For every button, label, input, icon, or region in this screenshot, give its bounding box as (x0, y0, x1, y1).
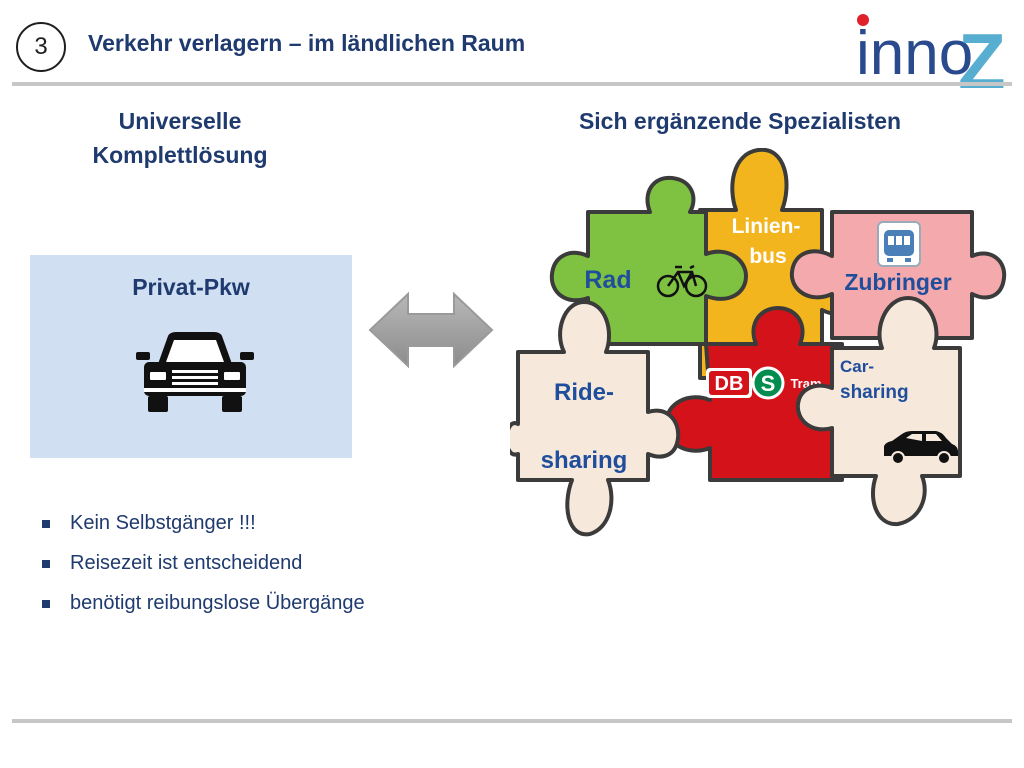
car-icon (136, 332, 254, 412)
bullet-item: Reisezeit ist entscheidend (40, 552, 365, 592)
left-column-heading: Universelle Komplettlösung (60, 104, 300, 172)
rad-label: Rad (584, 266, 631, 294)
bullet-item: benötigt reibungslose Übergänge (40, 592, 365, 632)
slide-number: 3 (34, 33, 48, 60)
db-logo: DB (706, 368, 752, 398)
zubringer-label: Zubringer (844, 269, 951, 295)
privat-pkw-label: Privat-Pkw (132, 274, 250, 300)
bullet-list: Kein Selbstgänger !!! Reisezeit ist ents… (40, 512, 365, 632)
header-divider (12, 82, 1012, 86)
bicycle-icon (656, 264, 708, 298)
puzzle-piece-carsharing: Car- sharing (795, 296, 962, 527)
carsharing-label-line1: Car- (840, 357, 874, 376)
footer-divider (12, 719, 1012, 723)
puzzle-piece-rad: Rad (549, 175, 748, 346)
shuttle-bus-icon (877, 221, 921, 267)
db-logo-text: DB (715, 373, 744, 395)
slide-number-badge: 3 (16, 22, 66, 72)
sbahn-logo: S (751, 366, 785, 400)
right-column-heading: Sich ergänzende Spezialisten (578, 108, 902, 134)
double-arrow-icon (368, 291, 494, 369)
left-heading-line2: Komplettlösung (92, 142, 268, 168)
linienbus-label-line1: Linien- (732, 215, 801, 238)
logo-text: inno (856, 19, 973, 88)
linienbus-label-line2: bus (749, 245, 786, 268)
ridesharing-label-line1: Ride- (554, 379, 614, 406)
logo-dot (857, 14, 869, 26)
puzzle-piece-ridesharing: Ride- sharing (510, 300, 681, 537)
sbahn-logo-text: S (761, 371, 776, 396)
ridesharing-label-line2: sharing (541, 447, 628, 474)
carsharing-label-line2: sharing (840, 382, 909, 403)
mobility-puzzle: Linien- bus Zubringer Rad DB (510, 148, 1007, 537)
car-side-icon (884, 431, 958, 465)
bullet-item: Kein Selbstgänger !!! (40, 512, 365, 552)
slide-title: Verkehr verlagern – im ländlichen Raum (88, 30, 526, 56)
left-heading-line1: Universelle (118, 108, 242, 134)
